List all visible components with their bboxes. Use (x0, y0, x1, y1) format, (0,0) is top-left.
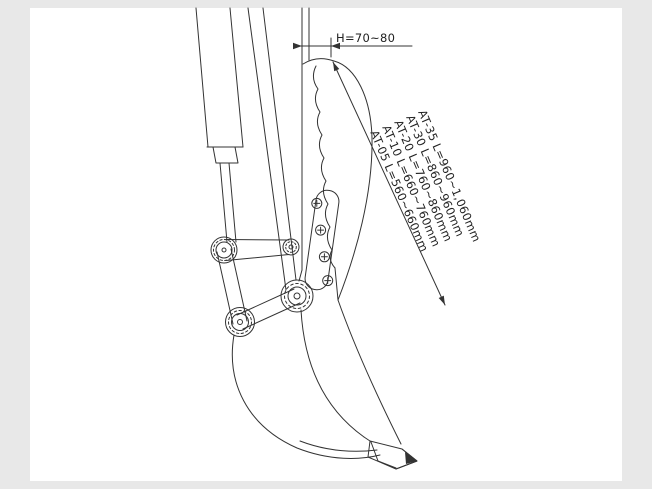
rod-clevis-pin (210, 236, 238, 264)
bucket-link-pin (225, 307, 255, 337)
pin-hatch-ring (213, 239, 235, 261)
excavator-arm (247, 7, 310, 291)
arm-left-edge (247, 7, 287, 291)
length-dimension-top-arrow (333, 62, 340, 72)
length-dimension-bottom-arrow (438, 295, 445, 305)
blade-mounting-plate (304, 189, 340, 291)
bolt-circle (322, 275, 334, 287)
arm-link-pin (282, 238, 300, 256)
cylinder-right-edge (229, 7, 244, 148)
pin-hatch-ring (228, 310, 252, 334)
cylinder-left-edge (195, 7, 209, 148)
bolt-cross (320, 253, 328, 261)
pin-inner-ring (231, 313, 249, 331)
mounting-bolt (318, 251, 330, 263)
serrated-blade (302, 58, 373, 301)
bucket (231, 299, 402, 459)
mounting-bolt (322, 275, 334, 287)
tooth-tip-shading (405, 452, 417, 464)
side-link-right-edge (230, 248, 248, 322)
bolt-cross (317, 226, 325, 234)
arm-right-edge (262, 7, 297, 281)
bucket-tip-join (363, 436, 371, 442)
bucket-inner-bottom-edge (299, 440, 378, 452)
bolt-circle (311, 197, 323, 209)
pin-outer-ring (280, 279, 314, 313)
bucket-bracket-lower-edge (242, 302, 301, 330)
pin-center (237, 319, 243, 325)
h-dimension-label: H=70~80 (336, 31, 395, 45)
bolt-circle (318, 251, 330, 263)
bolt-cross (324, 277, 332, 285)
hydraulic-cylinder (195, 7, 244, 243)
tooth-inner-line (370, 441, 397, 469)
bolt-circle (315, 224, 327, 236)
length-dimension (332, 61, 446, 306)
bucket-linkage (216, 239, 301, 330)
cylinder-gland (212, 146, 239, 164)
h-dimension-right-arrow (331, 42, 340, 50)
pin-outer-ring (225, 307, 255, 337)
pin-hatch-ring (285, 241, 297, 253)
pin-center (293, 292, 301, 300)
upper-link-bottom-edge (225, 254, 290, 261)
pin-inner-ring (287, 286, 307, 306)
bolt-cross (313, 199, 321, 207)
blade-top-edge (302, 58, 335, 65)
bucket-inner-curve (300, 309, 365, 438)
mounting-bolt (311, 197, 323, 209)
h-dimension (293, 37, 413, 58)
pin-outer-ring (282, 238, 300, 256)
blade-lower-edge (334, 267, 339, 301)
mounting-plate-outline (304, 189, 340, 291)
h-dimension-left-arrow (293, 42, 302, 50)
main-bucket-pivot-pin (280, 279, 314, 313)
bucket-back-curve (231, 334, 381, 459)
mounting-bolt (315, 224, 327, 236)
side-link-left-edge (216, 251, 234, 325)
pin-center (288, 244, 294, 250)
piston-rod-left (219, 162, 228, 243)
length-dimension-line (332, 61, 446, 306)
pin-center (221, 247, 227, 253)
mount-face-foot (298, 269, 303, 282)
pin-inner-ring (215, 241, 233, 259)
piston-rod-right (228, 162, 237, 243)
blade-back-curve (333, 60, 373, 301)
pin-hatch-ring (284, 283, 310, 309)
drawing-canvas (30, 8, 622, 481)
bucket-front-curve (337, 299, 402, 445)
pin-outer-ring (210, 236, 238, 264)
blade-serrated-edge (312, 65, 336, 269)
upper-link-top-edge (225, 239, 290, 241)
